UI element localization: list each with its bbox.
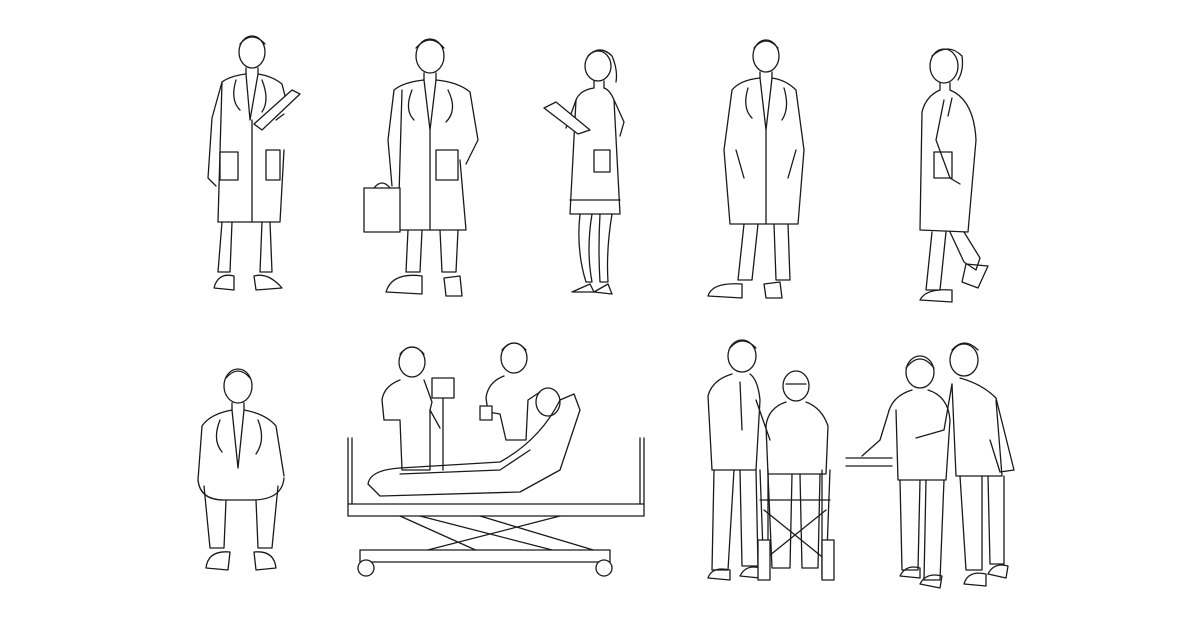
doctor-walking-figure [919,48,989,303]
doctor-standing-figure [707,39,805,299]
doctor-briefcase-figure [363,38,479,297]
elderly-walker-group [707,339,835,581]
nurse-clipboard-figure [543,49,625,295]
doctor-clipboard-figure [207,35,301,291]
patient-bed-group [347,342,645,577]
doctor-seated-figure [197,368,285,571]
patient-assisted-walk-group [845,342,1015,589]
